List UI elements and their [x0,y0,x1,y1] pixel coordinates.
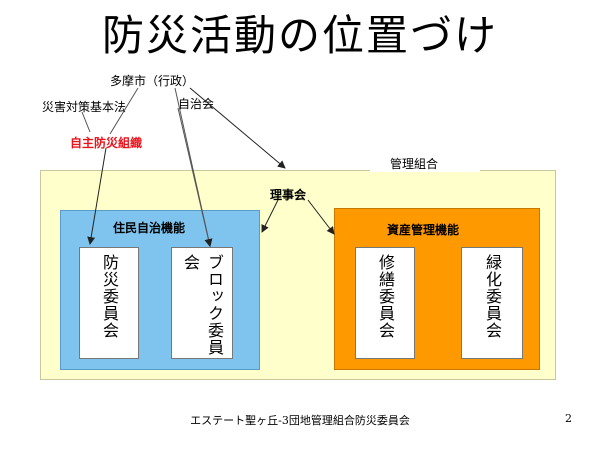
resident-function-group: 住民自治機能 防災委員会 ブロック委員会 [60,210,260,370]
asset-management-label: 資産管理機能 [387,223,460,237]
shuuzen-committee-text: 修繕委員会 [376,254,395,339]
asset-management-group: 資産管理機能 修繕委員会 緑化委員会 [334,208,540,370]
block-committee-text: ブロック委員会 [181,254,224,356]
line-city-to-jishu [109,87,139,135]
resident-function-label: 住民自治機能 [113,221,186,235]
line-jishu-to-bousai [87,147,107,245]
footer-text: エステート聖ヶ丘-3団地管理組合防災委員会 [190,414,410,427]
kanri-kumiai-label: 管理組合 [390,157,439,171]
line-city-to-kanri [189,87,286,169]
bousai-committee-text: 防災委員会 [100,254,119,339]
line-rijikai-to-asset [307,199,335,235]
bousai-committee-box: 防災委員会 [79,247,139,359]
tama-city-label: 多摩市（行政） [110,74,195,88]
line-rijikai-to-resident [261,199,279,233]
shuuzen-committee-box: 修繕委員会 [355,247,415,359]
line-law-to-jishu [81,111,91,133]
block-committee-box: ブロック委員会 [171,247,233,359]
saigai-law-label: 災害対策基本法 [42,100,127,114]
jishu-bousai-label: 自主防災組織 [70,136,143,150]
line-jichikai-to-block [177,107,213,247]
slide-title: 防災活動の位置づけ [101,11,498,60]
ryokka-committee-text: 緑化委員会 [483,254,502,339]
ryokka-committee-box: 緑化委員会 [461,247,523,359]
kanri-kumiai-label-bg [370,154,480,172]
rijikai-label: 理事会 [270,188,307,202]
page-number: 2 [565,412,572,425]
